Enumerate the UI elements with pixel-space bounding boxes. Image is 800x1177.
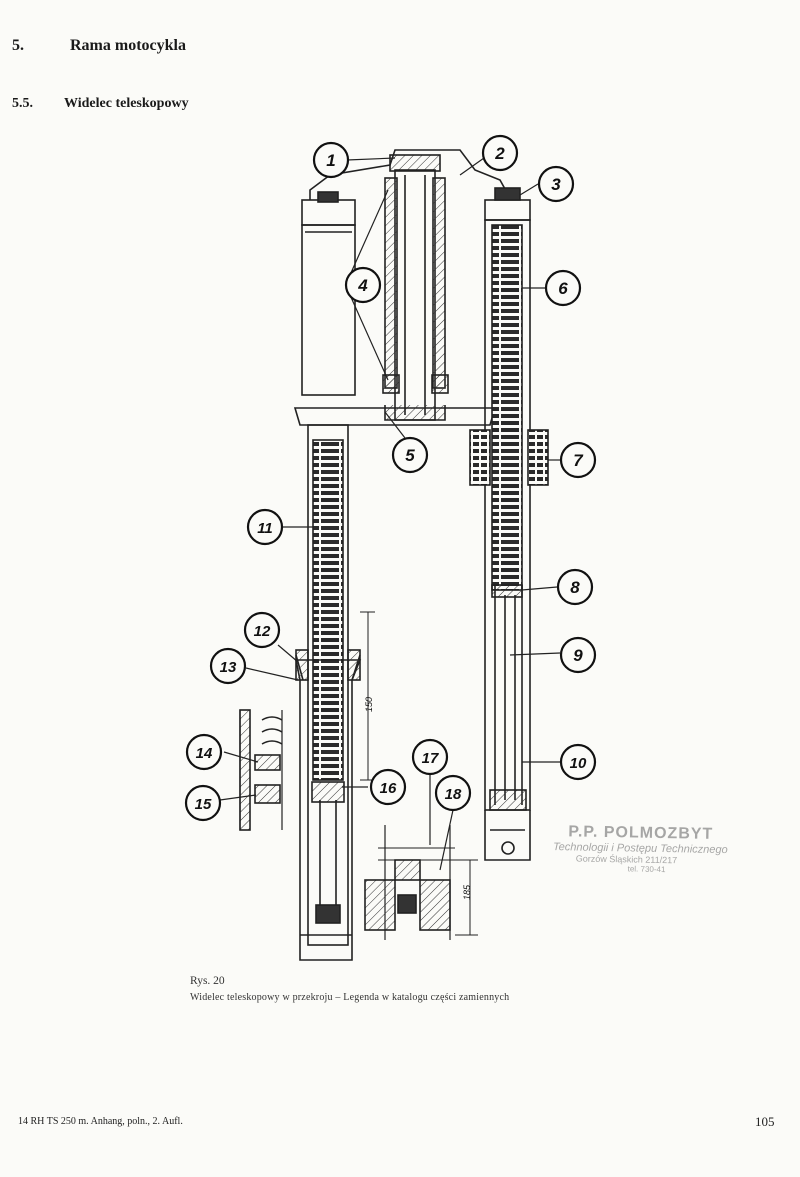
callout-circle-4 <box>344 266 382 304</box>
callout-circle-9 <box>559 636 597 674</box>
callout-label-1: 1 <box>326 151 335 170</box>
callout-label-14: 14 <box>196 745 213 762</box>
callout-label-17: 17 <box>422 750 439 767</box>
dimension-185-label: 185 <box>462 884 472 900</box>
callout-label-15: 15 <box>195 796 212 813</box>
callout-label-13: 13 <box>220 659 237 676</box>
callout-label-9: 9 <box>573 646 583 665</box>
callout-circle-6 <box>544 269 582 307</box>
callout-label-18: 18 <box>445 786 462 803</box>
rubber-stamp: P.P. POLMOZBYT Technologii i Postępu Tec… <box>548 823 779 876</box>
callout-circle-12 <box>243 611 281 649</box>
page-number: 105 <box>755 1114 775 1129</box>
callout-circle-5 <box>391 436 429 474</box>
callout-label-7: 7 <box>573 451 584 470</box>
callout-label-11: 11 <box>257 520 273 537</box>
callout-label-16: 16 <box>380 780 397 797</box>
callout-label-3: 3 <box>551 175 561 194</box>
callout-circle-16 <box>369 768 407 806</box>
subsection-title: Widelec teleskopowy <box>64 96 189 111</box>
callout-circle-8 <box>556 568 594 606</box>
dimension-150-label: 150 <box>364 697 374 712</box>
callout-circle-13 <box>209 647 247 685</box>
callout-label-8: 8 <box>570 578 580 597</box>
callout-label-10: 10 <box>570 755 587 772</box>
callout-circle-10 <box>559 743 597 781</box>
callout-label-12: 12 <box>254 623 271 640</box>
callout-circle-17 <box>411 738 449 776</box>
footer-reference: 14 RH TS 250 m. Anhang, poln., 2. Aufl. <box>18 1116 183 1127</box>
callout-circle-3 <box>537 165 575 203</box>
figure-caption: Widelec teleskopowy w przekroju – Legend… <box>190 992 510 1003</box>
section-title: Rama motocykla <box>70 37 186 54</box>
callout-circle-15 <box>184 784 222 822</box>
callout-circle-1 <box>312 141 350 179</box>
callout-label-5: 5 <box>405 446 415 465</box>
subsection-number: 5.5. <box>12 96 33 111</box>
subsection-heading: 5.5. Widelec teleskopowy <box>12 96 189 112</box>
callout-label-4: 4 <box>357 276 368 295</box>
callout-label-2: 2 <box>494 144 505 163</box>
callout-circle-2 <box>481 134 519 172</box>
section-heading: 5. Rama motocykla <box>12 37 186 55</box>
callout-circle-14 <box>185 733 223 771</box>
callout-circle-11 <box>246 508 284 546</box>
figure-label: Rys. 20 <box>190 975 225 987</box>
callout-label-6: 6 <box>558 279 568 298</box>
callout-circle-18 <box>434 774 472 812</box>
section-number: 5. <box>12 37 24 54</box>
callout-circle-7 <box>559 441 597 479</box>
